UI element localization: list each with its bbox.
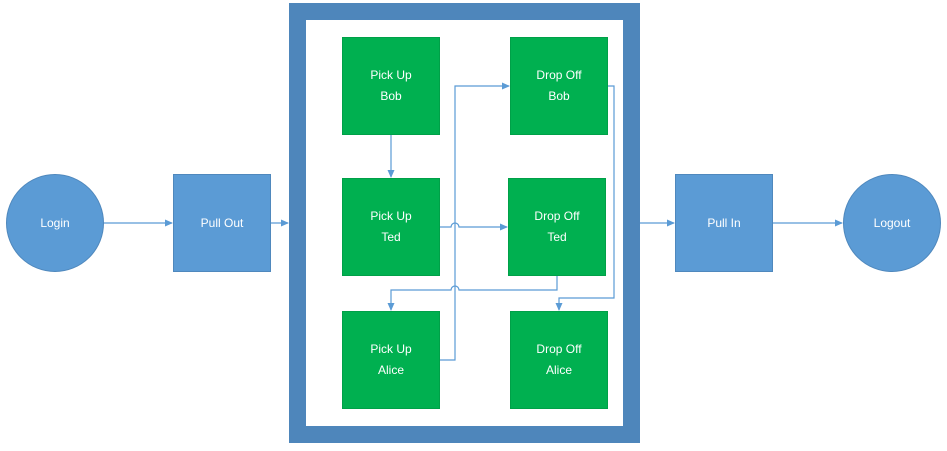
logout-label: Logout <box>873 215 911 230</box>
dropoff-ted-line2: Ted <box>547 230 567 244</box>
edge-pickupted-dropoffted <box>440 222 508 231</box>
dropoff-alice-line1: Drop Off <box>536 342 582 356</box>
pickup-ted-line2: Ted <box>381 230 401 244</box>
login-node: Login <box>6 174 104 272</box>
dropoff-bob-line2: Bob <box>548 89 570 103</box>
dropoff-alice-line2: Alice <box>545 363 572 377</box>
pickup-alice-line2: Alice <box>377 363 404 377</box>
pickup-bob-node: Pick Up Bob <box>342 37 440 135</box>
pickup-alice-node: Pick Up Alice <box>342 311 440 409</box>
pickup-bob-line2: Bob <box>380 89 402 103</box>
dropoff-ted-node: Drop Off Ted <box>508 178 606 276</box>
pull-out-label: Pull Out <box>200 215 244 230</box>
dropoff-bob-node: Drop Off Bob <box>510 37 608 135</box>
edge-pickupalice-dropoffbob <box>440 82 510 361</box>
pickup-ted-node: Pick Up Ted <box>342 178 440 276</box>
dropoff-alice-node: Drop Off Alice <box>510 311 608 409</box>
pull-out-node: Pull Out <box>173 174 271 272</box>
pickup-alice-line1: Pick Up <box>370 342 412 356</box>
pickup-bob-line1: Pick Up <box>370 68 412 82</box>
edge-dropoffted-pickupalice <box>387 276 558 311</box>
pull-in-label: Pull In <box>707 215 741 230</box>
edge-dropoffbob-dropoffalice <box>555 85 615 311</box>
dropoff-bob-line1: Drop Off <box>536 68 582 82</box>
pull-in-node: Pull In <box>675 174 773 272</box>
logout-node: Logout <box>843 174 941 272</box>
pickup-ted-line1: Pick Up <box>370 209 412 223</box>
login-label: Login <box>40 215 70 230</box>
dropoff-ted-line1: Drop Off <box>534 209 580 223</box>
